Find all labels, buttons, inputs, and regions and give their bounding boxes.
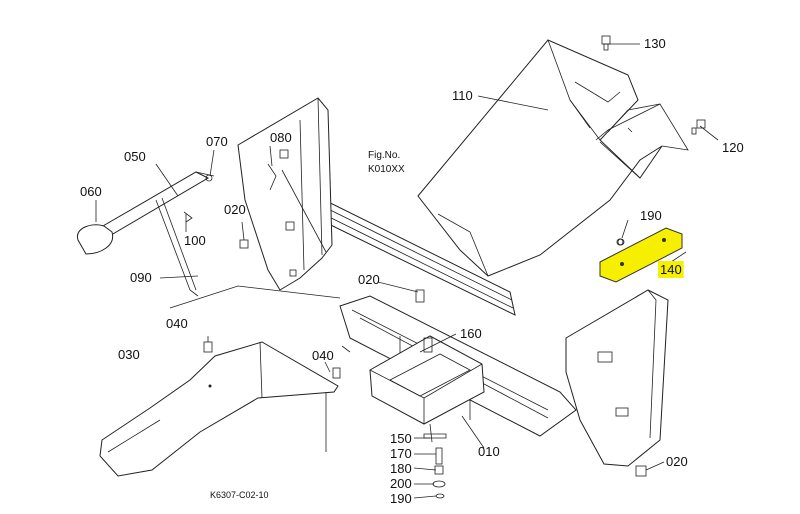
callout-040-center[interactable]: 040: [312, 348, 334, 363]
figure-code: K6307-C02-10: [210, 490, 269, 500]
callout-020-upper[interactable]: 020: [224, 202, 246, 217]
deflector-part: [99, 341, 339, 477]
leader-lines: [95, 43, 719, 499]
callout-080[interactable]: 080: [270, 130, 292, 145]
pin-190-part: [617, 238, 625, 246]
callout-060[interactable]: 060: [80, 184, 102, 199]
callout-030[interactable]: 030: [118, 347, 140, 362]
callout-150[interactable]: 150: [390, 431, 412, 446]
bolt-020-left-part: [239, 239, 249, 249]
cotter-040-part: [341, 345, 351, 353]
callout-020-lower[interactable]: 020: [666, 454, 688, 469]
callout-190-lower[interactable]: 190: [390, 491, 412, 506]
callout-040-left[interactable]: 040: [166, 316, 188, 331]
callout-190-upper[interactable]: 190: [640, 208, 662, 223]
cotter-100-part: [183, 211, 193, 223]
chute-part: [417, 39, 689, 277]
bolt-120-part: [691, 119, 706, 135]
callout-160[interactable]: 160: [460, 326, 482, 341]
callout-070[interactable]: 070: [206, 134, 228, 149]
bolt-130-part: [601, 35, 611, 51]
callout-100[interactable]: 100: [184, 233, 206, 248]
callout-140[interactable]: 140: [660, 262, 682, 277]
bolt-stack-part: [423, 423, 447, 499]
callout-050[interactable]: 050: [124, 149, 146, 164]
callout-200[interactable]: 200: [390, 476, 412, 491]
figure-title-line1: Fig.No.: [368, 150, 400, 161]
cross-beam-part: [299, 187, 516, 316]
bolt-020-part: [415, 289, 433, 353]
callout-090[interactable]: 090: [130, 270, 152, 285]
callout-140-highlight: [658, 261, 684, 278]
bolt-020-right-part: [635, 465, 647, 477]
right-plate-part: [565, 289, 669, 467]
callout-020-middle[interactable]: 020: [358, 272, 380, 287]
figure-title-line2: K010XX: [368, 164, 405, 175]
left-bracket-part: [237, 97, 333, 291]
lever-arm-part: [76, 171, 215, 297]
callout-010[interactable]: 010: [478, 444, 500, 459]
callout-180[interactable]: 180: [390, 461, 412, 476]
center-box-part: [369, 335, 485, 425]
callout-130[interactable]: 130: [644, 36, 666, 51]
callout-120[interactable]: 120: [722, 140, 744, 155]
callout-170[interactable]: 170: [390, 446, 412, 461]
clip-080-part: [267, 163, 277, 191]
callout-110[interactable]: 110: [452, 88, 473, 103]
pin-070-part: [205, 174, 213, 182]
